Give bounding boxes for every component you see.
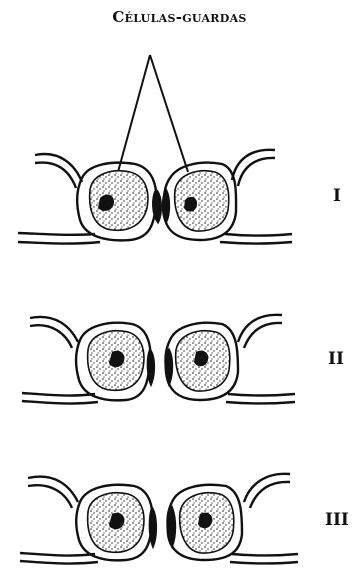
- stage-2-stoma: [22, 315, 295, 404]
- stage-label-2: II: [328, 349, 344, 369]
- epidermal-wall-right: [232, 150, 275, 180]
- epidermal-wall-left: [35, 154, 82, 182]
- stage-3-stoma: [20, 474, 298, 564]
- stage-label-3: III: [325, 510, 349, 530]
- guard-cell-contents-right: [175, 171, 229, 231]
- guard-cell-contents-left: [90, 171, 148, 231]
- stage-label-1: I: [333, 186, 341, 206]
- pointer-lines: [118, 55, 188, 172]
- stage-1-stoma: [18, 150, 292, 244]
